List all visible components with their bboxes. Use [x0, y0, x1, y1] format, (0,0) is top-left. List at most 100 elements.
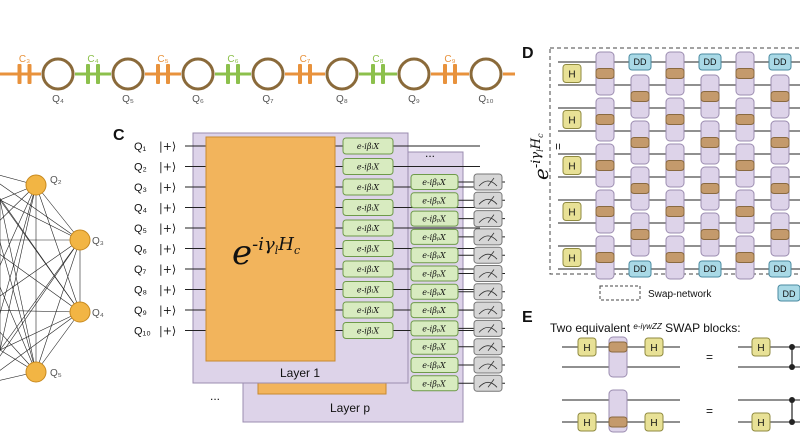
- mixer-gate-l1: [342, 158, 394, 175]
- graph-edge: [0, 331, 37, 373]
- graph-edge: [0, 184, 37, 267]
- zz-interaction: [770, 183, 790, 194]
- measurement-box: [473, 374, 503, 392]
- graph-edge: [0, 239, 81, 357]
- zz-interaction: [770, 229, 790, 240]
- ket-plus: |+⟩: [159, 284, 176, 298]
- mixer-gate-lp-label: e-iβₚX: [422, 324, 446, 333]
- qubit-label-c: Q₈: [134, 285, 147, 297]
- panel-label-e: E: [522, 309, 533, 326]
- mixer-gate-l1: [342, 199, 394, 216]
- meter-arc: [478, 235, 498, 242]
- coupler-plate: [27, 64, 32, 84]
- meter-needle: [487, 196, 495, 205]
- meter-arc: [478, 345, 498, 351]
- zz-interaction: [630, 229, 650, 240]
- coupler-5: C₅: [145, 54, 181, 84]
- graph-node: [25, 174, 47, 196]
- qubit-label: Q₆: [192, 94, 204, 105]
- coupler-plate: [236, 64, 240, 84]
- legend-dd-label: DD: [783, 289, 796, 299]
- mixer-gate-lp-label: e-iβₚX: [422, 379, 446, 388]
- measurement-box: [473, 338, 503, 356]
- measurement-box: [473, 356, 503, 374]
- e-equals: =: [706, 350, 713, 364]
- coupler-label: C₇: [300, 54, 311, 65]
- meter-arc: [478, 253, 498, 260]
- zz-interaction: [735, 114, 755, 125]
- mixer-gate-l1-label: e-iβₗX: [357, 245, 380, 254]
- coupler-3: C₃: [8, 54, 41, 84]
- e-h-gate: [577, 412, 597, 432]
- measurement-box: [473, 173, 503, 191]
- legend-swap-box: [599, 285, 641, 301]
- cnot-dot: [789, 364, 795, 370]
- measurement-box: [473, 301, 503, 319]
- meter-arc: [478, 217, 498, 223]
- ellipsis-top: ...: [425, 146, 435, 160]
- h-gate-label: H: [568, 162, 575, 173]
- e-h-gate-right: [751, 337, 771, 357]
- measurement-box: [473, 319, 503, 337]
- e-h-label-right: H: [757, 343, 764, 354]
- graph-edge: [0, 184, 37, 221]
- meter-needle: [487, 342, 495, 351]
- zz-interaction: [665, 114, 685, 125]
- measurement-box: [473, 265, 503, 282]
- mixer-gate-lp: [410, 247, 459, 264]
- graph-node: [69, 301, 91, 323]
- swap-network-frame: [549, 47, 800, 275]
- zz-interaction: [700, 137, 720, 148]
- coupler-plate: [17, 64, 22, 84]
- meter-needle: [487, 269, 495, 278]
- meter-arc: [478, 381, 498, 388]
- ket-plus: |+⟩: [159, 222, 176, 236]
- coupler-plate: [443, 64, 447, 84]
- dd-gate-label: DD: [634, 264, 647, 274]
- mixer-gate-l1: [342, 219, 394, 237]
- dd-gate: [698, 53, 722, 71]
- meter-arc: [478, 180, 498, 187]
- graph-edge: [0, 311, 81, 351]
- h-gate: [562, 64, 582, 83]
- dd-gate-label: DD: [774, 57, 787, 67]
- coupler-label: C₅: [157, 54, 168, 65]
- coupler-plate: [308, 64, 312, 84]
- qubit-label-c: Q₉: [134, 305, 147, 317]
- zz-interaction: [595, 68, 615, 79]
- h-gate-label: H: [568, 208, 575, 219]
- zz-interaction: [630, 91, 650, 102]
- graph-edge: [35, 311, 81, 373]
- side-equals: =: [551, 143, 565, 150]
- zz-interaction: [665, 252, 685, 263]
- dd-gate-label: DD: [774, 264, 787, 274]
- mixer-gate-l1-label: e-iβₗX: [357, 204, 380, 213]
- chain-qubit: Q₁₀: [469, 57, 503, 105]
- qubit-ring: [397, 57, 431, 91]
- meter-arc: [478, 308, 498, 315]
- graph-node: [25, 361, 47, 383]
- meter-arc: [478, 363, 498, 370]
- qubit-label: Q₄: [52, 94, 64, 105]
- mixer-gate-lp: [410, 320, 459, 337]
- chain-qubit: Q₆: [181, 57, 215, 105]
- h-gate: [562, 248, 582, 267]
- qubit-label-c: Q₆: [134, 244, 147, 256]
- coupler-6: C₆: [215, 54, 251, 84]
- e-h-gate-right: [751, 412, 771, 432]
- zz-interaction: [630, 183, 650, 194]
- zz-interaction: [735, 68, 755, 79]
- qubit-label: Q₅: [122, 94, 134, 105]
- mixer-gate-lp: [410, 174, 459, 190]
- mixer-gate-lp: [410, 265, 459, 282]
- qubit-label-c: Q₇: [134, 264, 147, 276]
- ket-plus: |+⟩: [159, 202, 176, 216]
- coupler-plate: [453, 64, 457, 84]
- qubit-ring: [325, 57, 359, 91]
- qubit-label: Q₇: [262, 94, 274, 105]
- mixer-gate-lp: [410, 375, 459, 392]
- mixer-gate-l1: [342, 281, 394, 298]
- coupler-label: C₃: [19, 54, 30, 65]
- h-gate-label: H: [568, 70, 575, 81]
